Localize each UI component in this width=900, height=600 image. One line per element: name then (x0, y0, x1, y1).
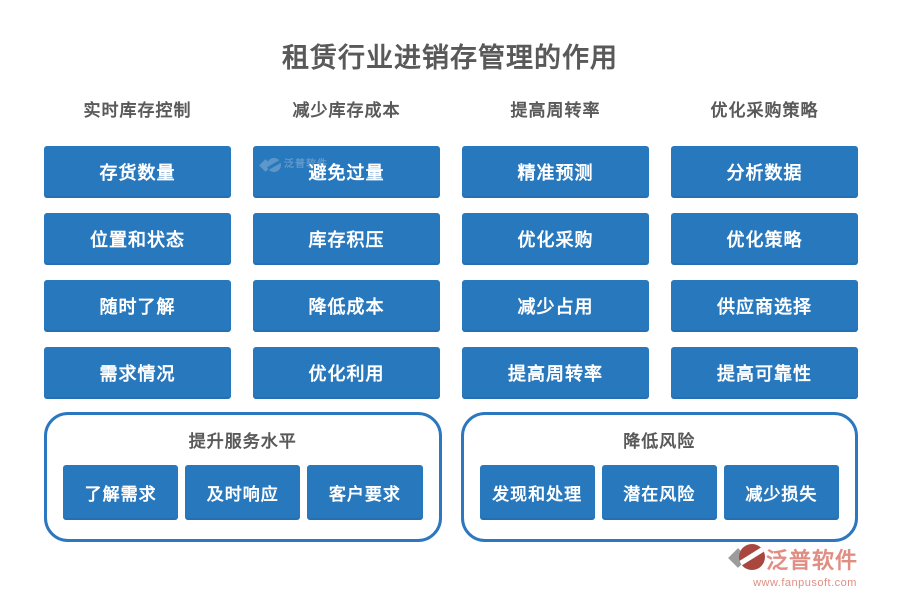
column-header: 减少库存成本 (292, 101, 401, 120)
diagram-node: 精准预测 (462, 146, 649, 198)
bottom-groups-area: 提升服务水平 了解需求 及时响应 客户要求 降低风险 发现和处理 潜在风险 减少… (44, 412, 858, 542)
diagram-node: 降低成本 (253, 280, 440, 332)
column-header: 实时库存控制 (83, 101, 192, 120)
diagram-node: 提高周转率 (462, 347, 649, 399)
column-realtime-inventory-control: 实时库存控制 存货数量 位置和状态 随时了解 需求情况 (44, 100, 231, 414)
group-improve-service-level: 提升服务水平 了解需求 及时响应 客户要求 (44, 412, 442, 542)
logo-swoosh-icon (739, 544, 765, 570)
diagram-node: 库存积压 (253, 213, 440, 265)
column-optimize-procurement: 优化采购策略 分析数据 优化策略 供应商选择 提高可靠性 (671, 100, 858, 414)
fanpu-logo-row: 泛普软件 (728, 542, 880, 576)
column-reduce-inventory-cost: 减少库存成本 泛普软件 避免过量 库存积压 降低成本 优化利用 (253, 100, 440, 414)
column-header: 提高周转率 (510, 101, 601, 120)
diagram-node: 客户要求 (307, 465, 423, 520)
group-items: 发现和处理 潜在风险 减少损失 (479, 465, 840, 520)
group-title: 降低风险 (623, 432, 696, 451)
diagram-node: 优化利用 (253, 347, 440, 399)
diagram-node: 优化采购 (462, 213, 649, 265)
diagram-node: 需求情况 (44, 347, 231, 399)
diagram-node: 提高可靠性 (671, 347, 858, 399)
diagram-node: 发现和处理 (479, 465, 595, 520)
diagram-node: 位置和状态 (44, 213, 231, 265)
group-title: 提升服务水平 (188, 432, 297, 451)
diagram-node: 潜在风险 (601, 465, 717, 520)
column-improve-turnover: 提高周转率 精准预测 优化采购 减少占用 提高周转率 (462, 100, 649, 414)
diagram-node: 存货数量 (44, 146, 231, 198)
diagram-node: 分析数据 (671, 146, 858, 198)
diagram-node: 减少占用 (462, 280, 649, 332)
diagram-node: 随时了解 (44, 280, 231, 332)
diagram-node: 了解需求 (63, 465, 179, 520)
diagram-node: 减少损失 (723, 465, 840, 520)
page-title: 租赁行业进销存管理的作用 (282, 43, 618, 73)
diagram-node: 泛普软件 避免过量 (253, 146, 440, 198)
watermark-swoosh-icon (267, 158, 281, 172)
diagram-node: 及时响应 (185, 465, 301, 520)
group-reduce-risk: 降低风险 发现和处理 潜在风险 减少损失 (460, 412, 858, 542)
fanpu-logo: 泛普软件 www.fanpusoft.com (728, 542, 880, 589)
group-items: 了解需求 及时响应 客户要求 (63, 465, 423, 520)
columns-area: 实时库存控制 存货数量 位置和状态 随时了解 需求情况 减少库存成本 泛普软件 … (44, 100, 858, 414)
diagram-node: 供应商选择 (671, 280, 858, 332)
diagram-node-label: 避免过量 (308, 163, 385, 183)
column-header: 优化采购策略 (710, 101, 819, 120)
fanpu-logo-name: 泛普软件 (766, 548, 859, 573)
diagram-node: 优化策略 (671, 213, 858, 265)
fanpu-logo-icon (728, 542, 766, 576)
watermark-diamond-icon (259, 158, 272, 172)
fanpu-logo-url[interactable]: www.fanpusoft.com (753, 577, 857, 589)
